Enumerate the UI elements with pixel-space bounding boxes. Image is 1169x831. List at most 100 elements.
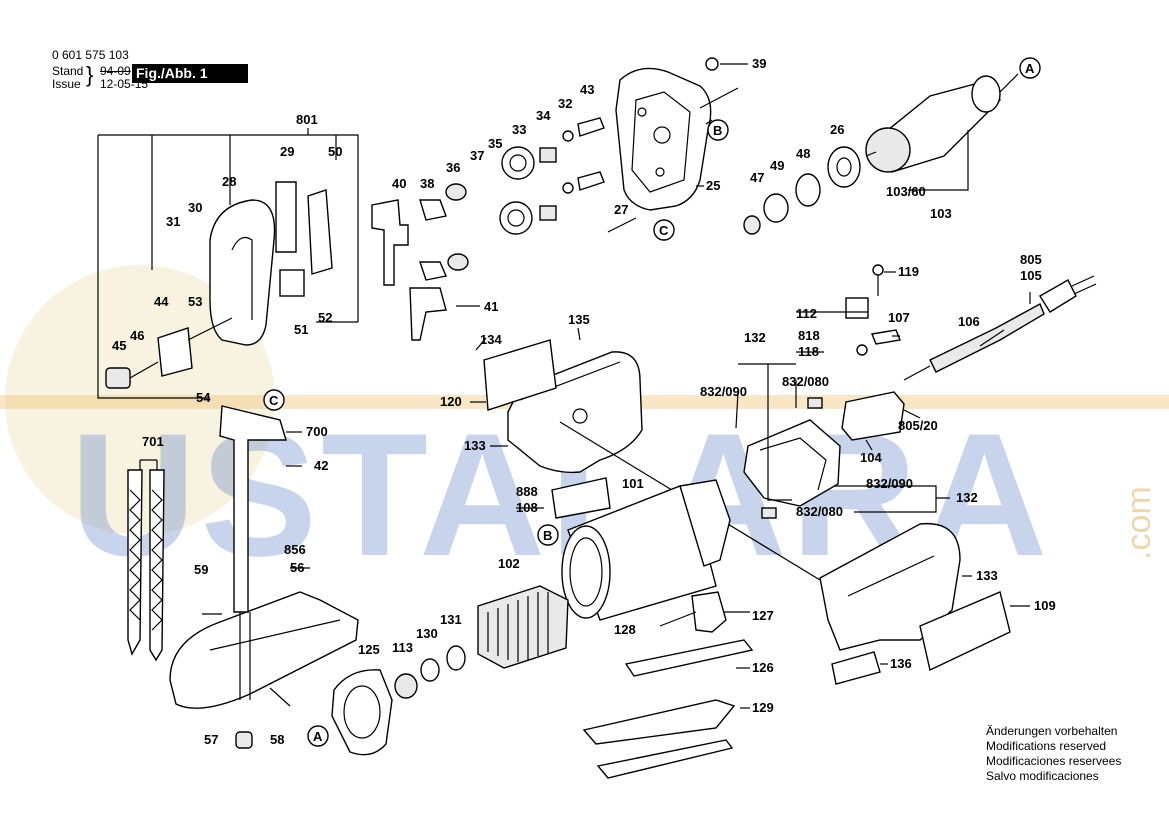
label-102: 102 — [498, 556, 520, 571]
label-45: 45 — [112, 338, 126, 353]
label-46: 46 — [130, 328, 144, 343]
callout-A-bottom: A — [307, 725, 329, 747]
label-107: 107 — [888, 310, 910, 325]
label-44: 44 — [154, 294, 169, 309]
label-818: 818 — [798, 328, 820, 343]
label-41: 41 — [484, 299, 498, 314]
label-832-080-bottom: 832/080 — [796, 504, 843, 519]
svg-text:A: A — [1025, 61, 1035, 76]
note-es: Salvo modificaciones — [986, 769, 1099, 783]
label-805-20: 805/20 — [898, 418, 938, 433]
label-130: 130 — [416, 626, 438, 641]
label-128: 128 — [614, 622, 636, 637]
label-106: 106 — [958, 314, 980, 329]
gear-housing — [615, 57, 719, 211]
stand-label: Stand — [52, 64, 84, 78]
label-29: 29 — [280, 144, 294, 159]
callout-C-mid: C — [263, 389, 285, 411]
armature — [743, 73, 1019, 235]
label-33: 33 — [512, 122, 526, 137]
label-126: 126 — [752, 660, 774, 675]
blade-guide-group — [97, 128, 359, 399]
svg-text:C: C — [269, 393, 279, 408]
label-104: 104 — [860, 450, 882, 465]
label-51: 51 — [294, 322, 308, 337]
label-40: 40 — [392, 176, 406, 191]
label-103: 103 — [930, 206, 952, 221]
label-801: 801 — [296, 112, 318, 127]
slide-parts — [582, 591, 754, 779]
brace-glyph: } — [86, 62, 94, 87]
label-135: 135 — [568, 312, 590, 327]
label-127: 127 — [752, 608, 774, 623]
power-cable — [903, 275, 1097, 381]
label-888: 888 — [516, 484, 538, 499]
saw-blades — [127, 459, 165, 662]
label-31: 31 — [166, 214, 180, 229]
callout-B-bottom: B — [537, 524, 559, 546]
label-832-090-top: 832/090 — [700, 384, 747, 399]
note-en: Modifications reserved — [986, 739, 1107, 753]
label-52: 52 — [318, 310, 332, 325]
label-136: 136 — [890, 656, 912, 671]
stand-value: 94-09 — [100, 64, 131, 78]
label-25: 25 — [706, 178, 720, 193]
label-105: 105 — [1020, 268, 1042, 283]
housing-shells — [483, 339, 1011, 685]
base-plate — [169, 405, 359, 749]
label-53: 53 — [188, 294, 202, 309]
label-832-090-bottom: 832/090 — [866, 476, 913, 491]
label-32: 32 — [558, 96, 572, 111]
label-58: 58 — [270, 732, 284, 747]
note-fr: Modificaciones reservees — [986, 754, 1122, 768]
label-701: 701 — [142, 434, 164, 449]
label-805: 805 — [1020, 252, 1042, 267]
label-103-60: 103/60 — [886, 184, 926, 199]
leader-lines — [202, 63, 1031, 709]
label-133-right: 133 — [976, 568, 998, 583]
label-131: 131 — [440, 612, 462, 627]
label-59: 59 — [194, 562, 208, 577]
label-54: 54 — [196, 390, 211, 405]
callout-C-top: C — [653, 219, 675, 241]
svg-text:A: A — [313, 729, 323, 744]
label-133: 133 — [464, 438, 486, 453]
label-37: 37 — [470, 148, 484, 163]
watermark-suffix: .com — [1120, 486, 1158, 560]
motor-housing — [551, 477, 731, 621]
label-856: 856 — [284, 542, 306, 557]
label-26: 26 — [830, 122, 844, 137]
label-113: 113 — [392, 640, 413, 655]
label-30: 30 — [188, 200, 202, 215]
label-42: 42 — [314, 458, 328, 473]
strike-marks — [290, 351, 824, 569]
svg-text:B: B — [713, 123, 722, 138]
svg-text:B: B — [543, 528, 552, 543]
label-35: 35 — [488, 136, 502, 151]
svg-text:C: C — [659, 223, 669, 238]
gear-train — [371, 117, 637, 341]
label-57: 57 — [204, 732, 218, 747]
document-number: 0 601 575 103 — [52, 48, 129, 62]
label-48: 48 — [796, 146, 810, 161]
label-49: 49 — [770, 158, 784, 173]
label-50: 50 — [328, 144, 342, 159]
label-43: 43 — [580, 82, 594, 97]
label-27: 27 — [614, 202, 628, 217]
label-28: 28 — [222, 174, 236, 189]
label-129: 129 — [752, 700, 774, 715]
modification-notes: Änderungen vorbehalten Modifications res… — [986, 724, 1121, 784]
label-132-top: 132 — [744, 330, 766, 345]
figure-badge: Fig./Abb. 1 — [132, 64, 248, 83]
label-36: 36 — [446, 160, 460, 175]
label-134: 134 — [480, 332, 502, 347]
label-101: 101 — [622, 476, 644, 491]
label-34: 34 — [536, 108, 551, 123]
issue-label: Issue — [52, 77, 81, 91]
callout-A-top: A — [1019, 57, 1041, 79]
callout-B-top: B — [707, 119, 729, 141]
label-120: 120 — [440, 394, 462, 409]
label-832-080-top: 832/080 — [782, 374, 829, 389]
